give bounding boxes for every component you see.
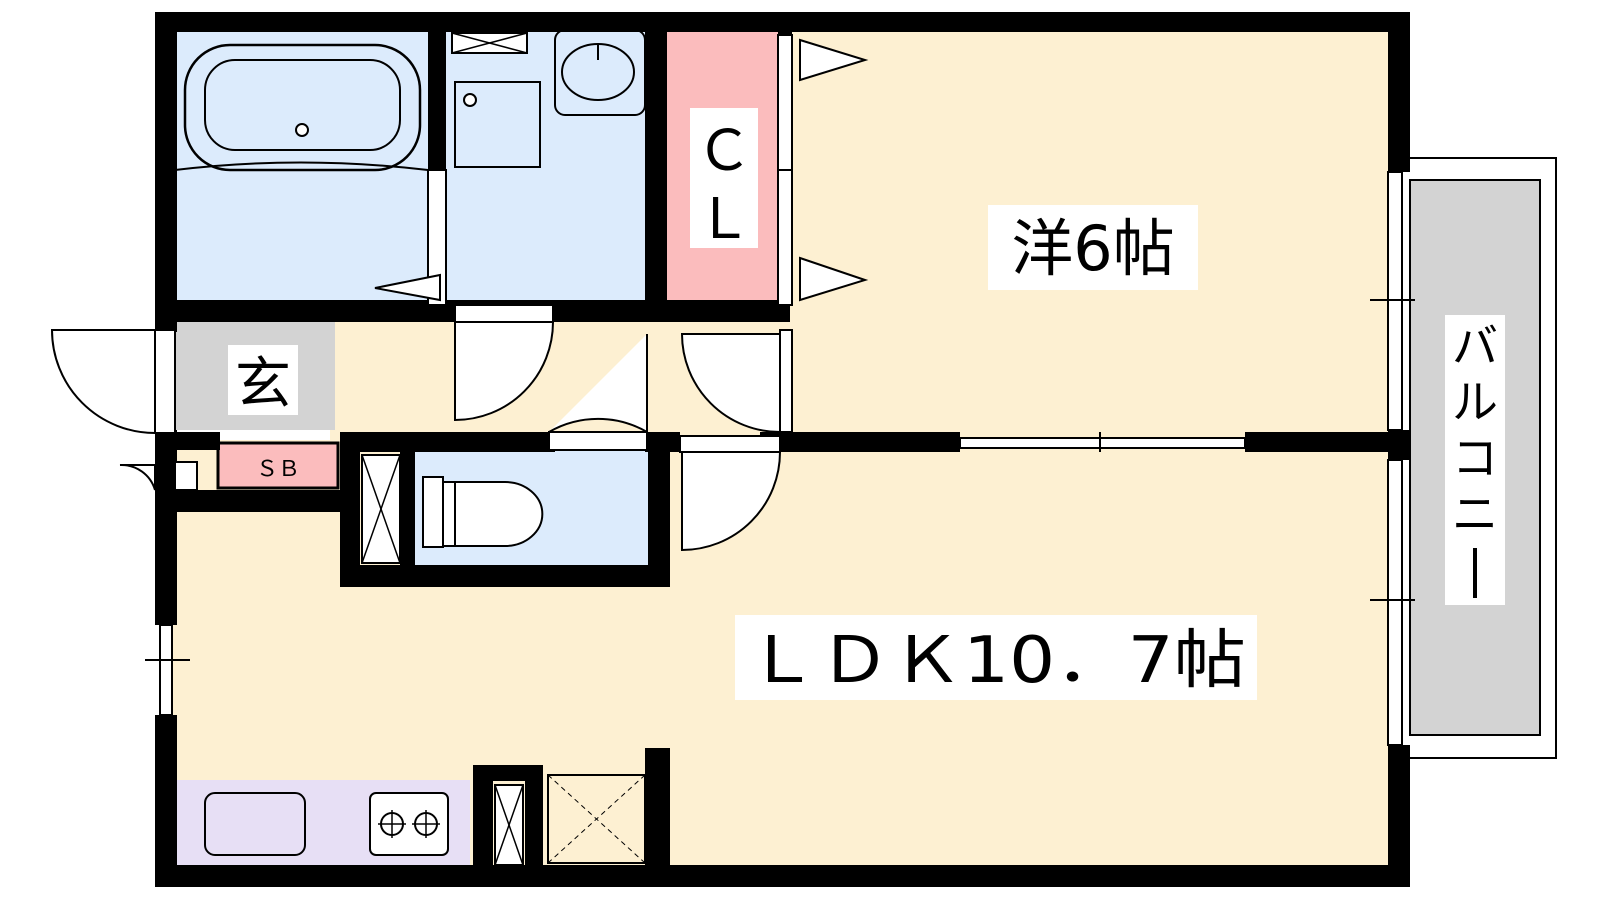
balcony-label-3: コ [1452,431,1498,485]
ldk-side-window [159,624,173,716]
balcony-label-4: ニ [1452,487,1498,541]
balcony-floor [1409,179,1541,736]
ldk-label: ＬＤＫ10．7帖 [746,624,1246,698]
bathtub [183,43,422,172]
wall-room-ldk-right [1245,432,1400,452]
wall-bath-wash [428,30,446,170]
wall-top [155,12,1410,32]
wall-hall-ldk [340,432,555,452]
balcony-label-2: ル [1452,375,1498,429]
wall-left-mid [155,430,177,625]
sink-counter [554,29,646,116]
wall-right-upper [1388,12,1410,172]
shoe-box [216,441,340,490]
entrance-label: 玄 [235,352,291,417]
wall-entrance-sb [155,432,220,450]
wall-kitchen-post [645,748,670,868]
entrance-label-bg [228,345,298,415]
western-room-label-bg [988,205,1198,290]
wall-fridge-left [473,765,493,867]
western-room-label: 洋6帖 [1011,212,1174,285]
wall-room-ldk-left [760,432,960,452]
wall-sb-bottom [155,490,350,512]
wall-toilet-bottom [340,565,670,587]
ldk-label-bg [735,615,1257,700]
kitchen-sink [204,792,306,856]
wall-wash-closet [645,30,667,305]
wall-toilet-right [648,432,670,587]
wall-left-upper [155,12,177,332]
closet-label-bg [690,108,758,248]
shoe-box-label: ＳＢ [256,457,300,482]
bathtub-inner [204,59,401,151]
wall-fridge-right [525,765,543,867]
washer-area [454,81,541,168]
balcony-window-lower [1387,459,1403,746]
closet-label-l: Ｌ [696,187,752,252]
wall-right-lower [1388,745,1410,887]
stove [369,792,449,856]
closet-label-c: Ｃ [696,119,752,184]
toilet-bowl [442,481,544,547]
washroom-floor [445,25,650,305]
wall-toilet-left [340,432,360,587]
wall-left-lower [155,715,177,887]
balcony-label-1: バ [1452,319,1498,373]
wall-toilet-closet [400,445,415,570]
toilet-tank [422,476,444,548]
wall-bottom [155,865,1410,887]
sliding-window [959,437,1246,449]
